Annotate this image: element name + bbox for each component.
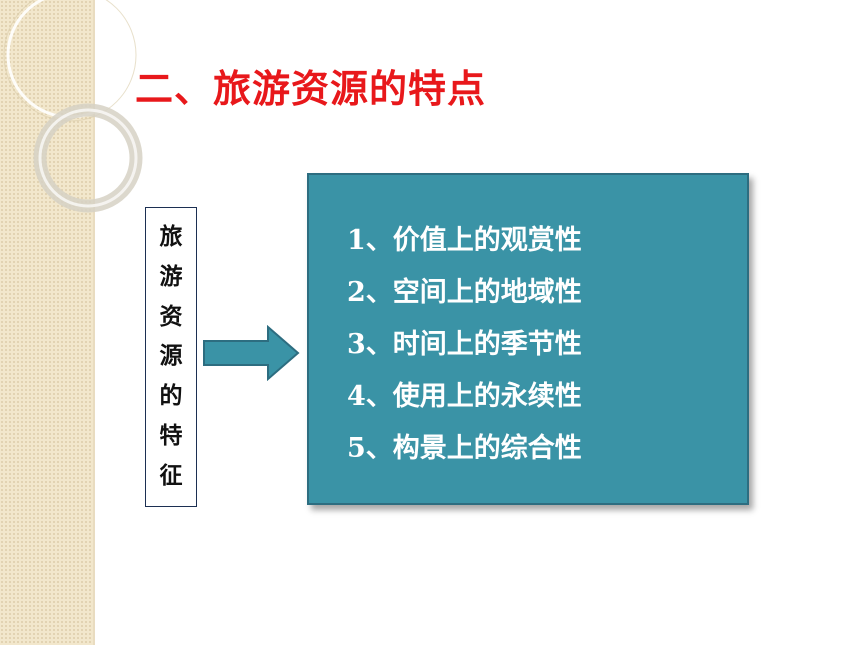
feature-item: 5、构景上的综合性 (347, 433, 582, 464)
right-arrow-icon (203, 325, 300, 381)
slide-title: 二、旅游资源的特点 (135, 66, 487, 111)
features-list: 1、价值上的观赏性 2、空间上的地域性 3、时间上的季节性 4、使用上的永续性 … (347, 215, 582, 475)
feature-item: 4、使用上的永续性 (347, 381, 582, 412)
vertical-label-char: 的 (159, 383, 183, 410)
feature-item: 2、空间上的地域性 (347, 277, 582, 308)
vertical-label-char: 特 (159, 422, 183, 449)
vertical-label-char: 旅 (159, 224, 183, 251)
feature-item: 1、价值上的观赏性 (347, 225, 582, 256)
ring-decoration-icon (3, 0, 143, 213)
vertical-label-char: 游 (159, 264, 183, 291)
vertical-label-char: 源 (159, 343, 183, 370)
vertical-label-char: 资 (159, 303, 183, 330)
features-panel: 1、价值上的观赏性 2、空间上的地域性 3、时间上的季节性 4、使用上的永续性 … (307, 173, 749, 505)
vertical-label-char: 征 (159, 462, 183, 489)
feature-item: 3、时间上的季节性 (347, 329, 582, 360)
vertical-label-box: 旅 游 资 源 的 特 征 (145, 207, 197, 507)
